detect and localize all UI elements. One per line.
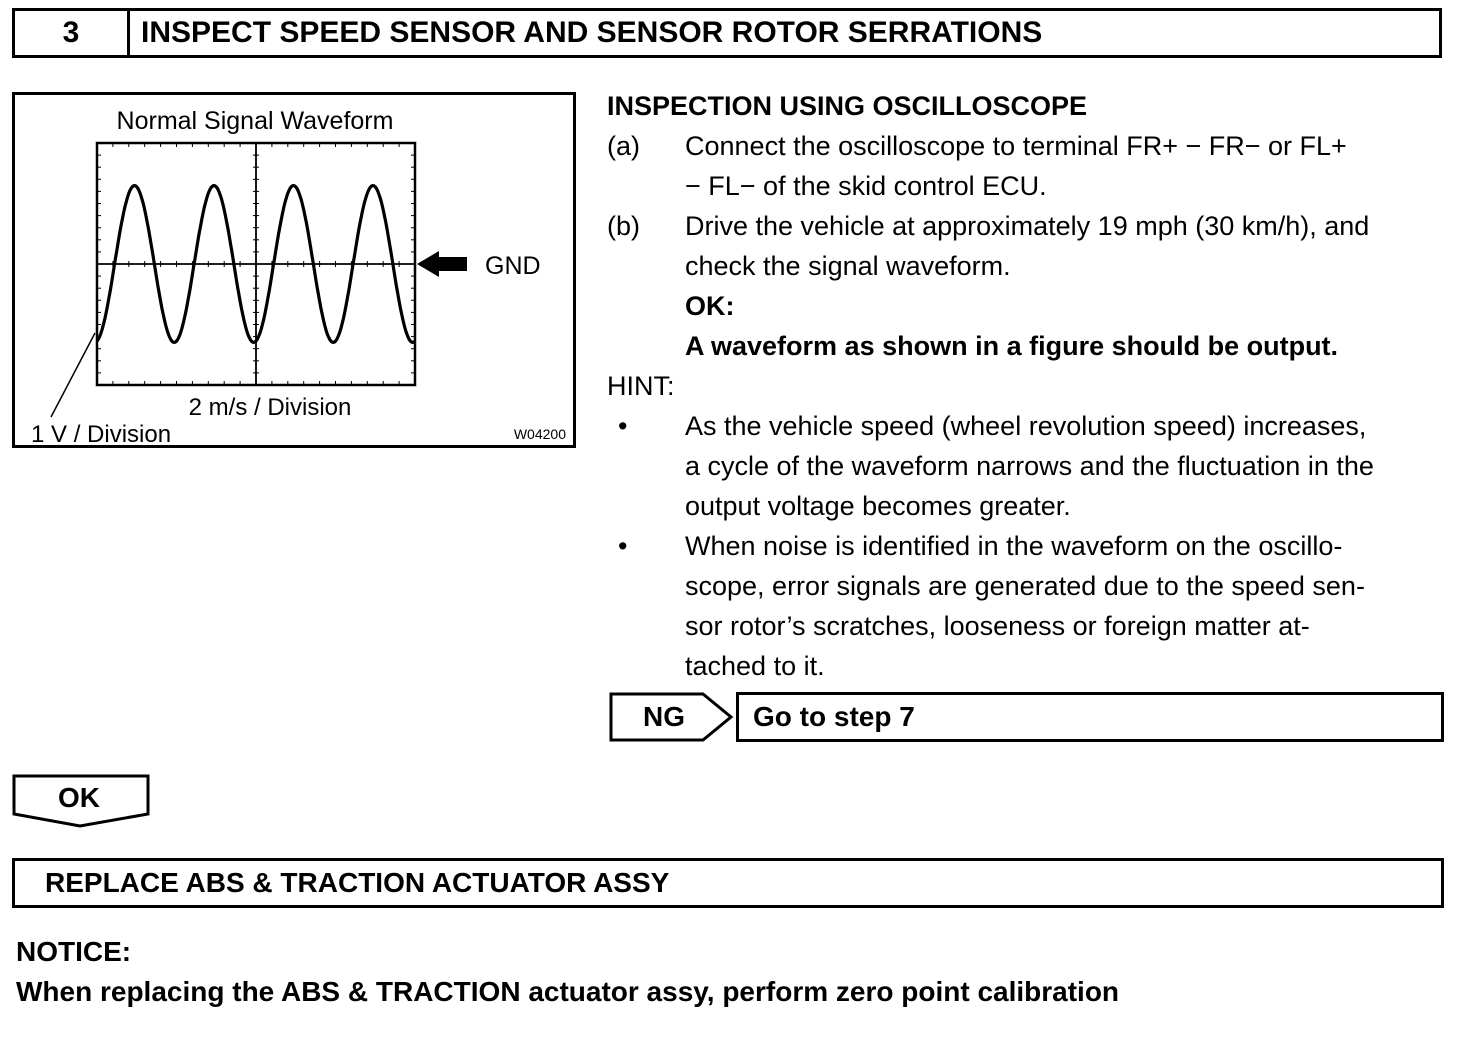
hint-2-line-3: sor rotor’s scratches, looseness or fore… bbox=[685, 611, 1310, 641]
x-division-label: 2 m/s / Division bbox=[189, 394, 352, 421]
ng-action-text: Go to step 7 bbox=[753, 701, 915, 732]
y-division-label: 1 V / Division bbox=[31, 421, 171, 445]
step-number: 3 bbox=[15, 11, 130, 55]
hint-bullet-2: • bbox=[618, 531, 628, 561]
step-b-line-1: Drive the vehicle at approximately 19 mp… bbox=[685, 211, 1370, 241]
notice-title: NOTICE: bbox=[16, 936, 132, 967]
waveform-chart: Normal Signal Waveform GND 2 m/s / Divis… bbox=[31, 107, 566, 445]
step-a-marker: (a) bbox=[607, 131, 640, 161]
ng-label: NG bbox=[643, 701, 685, 732]
y-division-leader-line bbox=[50, 332, 96, 418]
step-b-marker: (b) bbox=[607, 211, 640, 241]
waveform-figure: Normal Signal Waveform GND 2 m/s / Divis… bbox=[12, 92, 576, 448]
notice-body: When replacing the ABS & TRACTION actuat… bbox=[16, 976, 1120, 1007]
gnd-label: GND bbox=[485, 252, 541, 280]
step-title: INSPECT SPEED SENSOR AND SENSOR ROTOR SE… bbox=[141, 16, 1043, 49]
hint-1-line-1: As the vehicle speed (wheel revolution s… bbox=[685, 411, 1367, 441]
ok-branch-label: OK bbox=[58, 782, 100, 813]
figure-code: W04200 bbox=[514, 426, 566, 442]
step-a-line-1: Connect the oscilloscope to terminal FR+… bbox=[685, 131, 1347, 161]
hint-2-line-4: tached to it. bbox=[685, 651, 825, 681]
signal-waveform bbox=[95, 183, 417, 345]
step-header: 3 INSPECT SPEED SENSOR AND SENSOR ROTOR … bbox=[12, 8, 1442, 58]
hint-2-line-2: scope, error signals are generated due t… bbox=[685, 571, 1365, 601]
oscilloscope-screen bbox=[95, 141, 417, 387]
hint-label: HINT: bbox=[607, 371, 675, 401]
hint-2-line-1: When noise is identified in the waveform… bbox=[685, 531, 1343, 561]
figure-title: Normal Signal Waveform bbox=[117, 107, 394, 135]
ok-criteria-statement: A waveform as shown in a figure should b… bbox=[685, 331, 1339, 361]
replace-text: REPLACE ABS & TRACTION ACTUATOR ASSY bbox=[45, 867, 670, 898]
step-b-line-2: check the signal waveform. bbox=[685, 251, 1011, 281]
ng-action-box: Go to step 7 bbox=[736, 692, 1444, 742]
ok-tab-shape bbox=[12, 774, 150, 828]
hint-1-line-2: a cycle of the waveform narrows and the … bbox=[685, 451, 1374, 481]
step-a-line-2: − FL− of the skid control ECU. bbox=[685, 171, 1047, 201]
ng-tab-shape bbox=[609, 692, 734, 742]
gnd-arrow-icon bbox=[417, 251, 467, 277]
inspection-heading: INSPECTION USING OSCILLOSCOPE bbox=[607, 91, 1088, 121]
replace-box: REPLACE ABS & TRACTION ACTUATOR ASSY bbox=[12, 858, 1444, 908]
ok-criteria-label: OK: bbox=[685, 291, 735, 321]
hint-bullet-1: • bbox=[618, 411, 628, 441]
hint-1-line-3: output voltage becomes greater. bbox=[685, 491, 1071, 521]
